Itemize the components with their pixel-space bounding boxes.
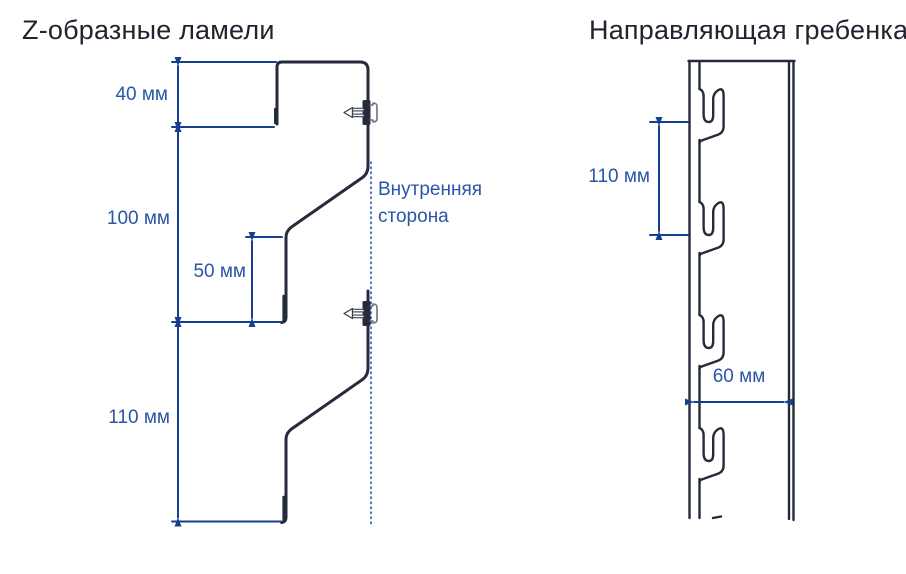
dimension-label-comb-60mm: 60 мм (712, 366, 766, 387)
right-figure-title: Направляющая гребенка (589, 15, 906, 45)
left-figure-title: Z-образные ламели (22, 15, 275, 45)
rivet-icon (343, 301, 378, 326)
comb-hook (698, 87, 725, 145)
dimension-label-40mm: 40 мм (115, 84, 168, 105)
dimension-label-comb-110mm: 110 мм (588, 166, 650, 187)
dimension-lines-right (649, 117, 793, 406)
dimension-label-100mm: 100 мм (106, 208, 170, 229)
z-lamella-figure (274, 60, 370, 524)
lamella-profile-upper (275, 60, 370, 324)
guide-comb-figure (687, 59, 796, 522)
rivet-icon (343, 100, 378, 125)
inner-side-annotation: Внутренняя сторона (378, 179, 483, 227)
lamella-profile-lower (280, 289, 370, 524)
dimension-label-110mm: 110 мм (108, 407, 170, 428)
dimension-label-50mm: 50 мм (193, 261, 246, 282)
comb-hook (698, 313, 725, 371)
dimension-lines-left (171, 57, 283, 527)
comb-rail-bottom-tick (711, 515, 723, 520)
comb-hook (698, 200, 725, 258)
comb-hook (698, 426, 725, 484)
